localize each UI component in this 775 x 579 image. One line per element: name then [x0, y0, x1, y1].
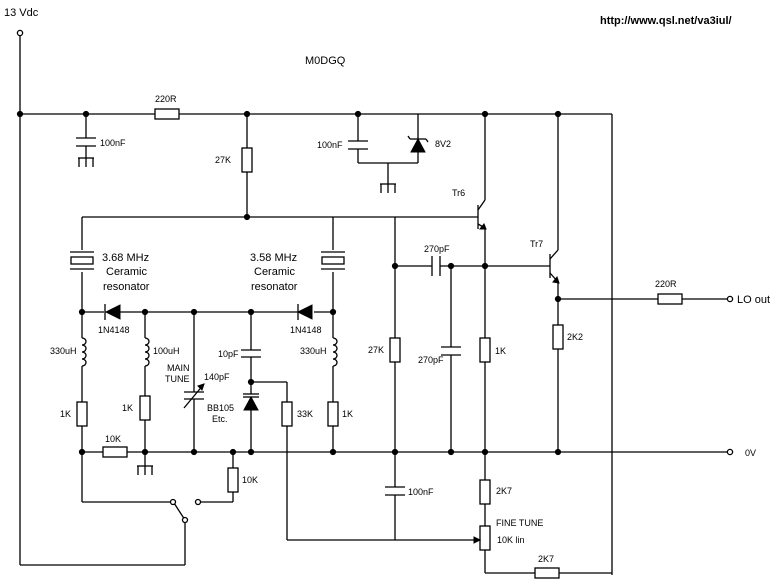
supply-label: 13 Vdc	[4, 7, 39, 19]
label-330uh-left: 330uH	[50, 346, 77, 356]
inductor-330uh-right	[332, 337, 338, 367]
label-main: MAIN	[167, 363, 190, 373]
resistor-1k-right	[327, 401, 339, 427]
resistor-33k	[281, 401, 293, 427]
ground-symbol-zener	[380, 183, 396, 193]
varicap-diode-bb105	[243, 393, 259, 411]
label-bb105: BB105	[207, 403, 234, 413]
label-fine-tune: FINE TUNE	[496, 518, 543, 528]
label-330uh-right: 330uH	[300, 346, 327, 356]
label-100uh: 100uH	[153, 346, 180, 356]
label-33k: 33K	[297, 409, 313, 419]
resistor-220r-out	[657, 293, 683, 305]
label-tr7: Tr7	[530, 239, 543, 249]
label-ceramic-right: Ceramic	[254, 266, 295, 278]
ceramic-resonator-3-58mhz	[321, 251, 345, 270]
label-140pf: 140pF	[204, 372, 230, 382]
resistor-1k-mid	[139, 395, 151, 421]
label-10k-vertical: 10K	[242, 475, 258, 485]
label-100nf-left: 100nF	[100, 138, 126, 148]
label-10k-lin: 10K lin	[497, 535, 525, 545]
resistor-27k-top	[241, 147, 253, 173]
resistor-10k-vertical	[227, 467, 239, 493]
resistor-2k7-bottom	[534, 567, 560, 579]
inductor-100uh	[144, 337, 150, 367]
junction-dots	[16, 110, 562, 456]
label-2k7-top: 2K7	[496, 486, 512, 496]
label-0v: 0V	[745, 448, 756, 458]
resistor-10k-horizontal	[102, 446, 128, 458]
ground-symbol-left	[78, 157, 94, 167]
zener-diode-8v2	[407, 135, 429, 153]
label-27k-mid: 27K	[368, 345, 384, 355]
label-270pf-series: 270pF	[424, 244, 450, 254]
label-220r-out: 220R	[655, 279, 677, 289]
resistor-1k-left	[76, 401, 88, 427]
label-resonator-right: resonator	[251, 281, 298, 293]
transistor-tr6	[477, 199, 487, 230]
transistor-tr7	[549, 249, 560, 284]
diode-1n4148-left	[104, 304, 121, 320]
label-1n4148-left: 1N4148	[98, 325, 130, 335]
label-3-58mhz: 3.58 MHz	[250, 252, 297, 264]
label-2k7-bottom: 2K7	[538, 554, 554, 564]
resistor-2k2	[552, 324, 564, 350]
capacitor-100nf-zener	[348, 140, 368, 150]
diode-1n4148-right	[296, 304, 313, 320]
resistor-1k-tr6	[479, 337, 491, 363]
capacitor-270pf-series	[431, 256, 441, 276]
wires	[19, 35, 727, 575]
label-8v2: 8V2	[435, 139, 451, 149]
capacitor-270pf-shunt	[441, 346, 461, 356]
capacitor-10pf	[241, 349, 261, 358]
capacitor-100nf-bottom	[385, 486, 405, 496]
label-tr6: Tr6	[452, 188, 465, 198]
ov-terminal	[726, 448, 734, 456]
label-1k-left: 1K	[60, 409, 71, 419]
label-10k-horizontal: 10K	[105, 434, 121, 444]
label-lo-out: LO out	[737, 294, 770, 306]
switch	[169, 498, 202, 524]
label-270pf-shunt: 270pF	[418, 355, 444, 365]
ceramic-resonator-3-68mhz	[70, 251, 94, 270]
lo-out-terminal	[726, 295, 734, 303]
label-etc: Etc.	[212, 414, 228, 424]
label-10pf: 10pF	[218, 349, 239, 359]
label-1n4148-right: 1N4148	[290, 325, 322, 335]
label-resonator-left: resonator	[103, 281, 150, 293]
label-1k-right: 1K	[342, 409, 353, 419]
capacitor-100nf-left	[76, 137, 96, 147]
label-3-68mhz: 3.68 MHz	[102, 252, 149, 264]
label-220r-top: 220R	[155, 94, 177, 104]
url-label: http://www.qsl.net/va3iul/	[600, 15, 732, 27]
resistor-220r-top	[154, 108, 180, 120]
author-label: M0DGQ	[305, 55, 346, 67]
resistor-2k7-top	[479, 479, 491, 505]
label-100nf-zener: 100nF	[317, 140, 343, 150]
label-100nf-bottom: 100nF	[408, 487, 434, 497]
ground-symbol-mid	[137, 465, 153, 475]
label-1k-mid: 1K	[122, 403, 133, 413]
label-1k-tr6: 1K	[495, 346, 506, 356]
fine-tune-potentiometer	[473, 525, 491, 551]
label-27k-top: 27K	[215, 155, 231, 165]
label-ceramic-left: Ceramic	[106, 266, 147, 278]
label-tune: TUNE	[165, 374, 190, 384]
supply-terminal	[16, 29, 24, 37]
inductor-330uh-left	[81, 337, 87, 367]
label-2k2: 2K2	[567, 332, 583, 342]
variable-capacitor-main-tune	[183, 383, 205, 409]
resistor-27k-mid	[389, 337, 401, 363]
